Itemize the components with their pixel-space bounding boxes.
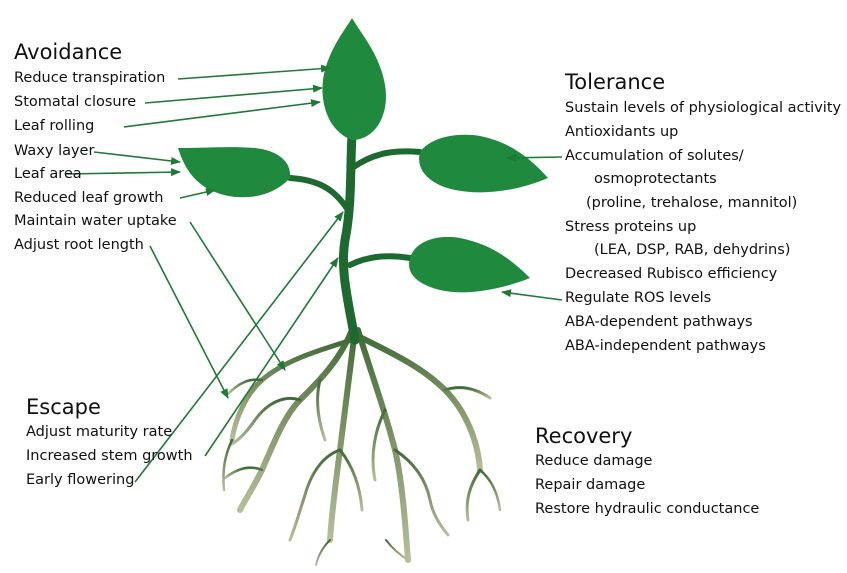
recovery-item: Repair damage [535,477,645,493]
avoidance-item: Reduce transpiration [14,70,165,86]
avoidance-item: Waxy layer [14,143,94,159]
arrow-waxy-layer [94,152,180,162]
tolerance-heading: Tolerance [565,70,665,94]
arrow-increased-stem-growth [205,258,338,456]
arrow-sustain-accumulation [507,157,562,158]
avoidance-item: Leaf rolling [14,118,94,134]
escape-item: Early flowering [26,472,134,488]
recovery-heading: Recovery [535,424,632,448]
escape-item: Increased stem growth [26,448,193,464]
tolerance-item: Antioxidants up [565,124,678,140]
roots [223,330,500,565]
avoidance-item: Leaf area [14,166,82,182]
tolerance-item: Decreased Rubisco efficiency [565,266,777,282]
left-leaf [178,147,290,197]
arrow-regulate-ros [502,292,562,300]
arrow-reduce-transpiration [178,68,330,79]
arrow-stomatal-closure [145,88,322,103]
avoidance-item: Reduced leaf growth [14,190,163,206]
stem [290,135,420,340]
avoidance-heading: Avoidance [14,40,122,64]
avoidance-item: Adjust root length [14,237,144,253]
tolerance-item: Regulate ROS levels [565,290,711,306]
tolerance-item: (proline, trehalose, mannitol) [586,195,797,211]
arrow-reduced-leaf-growth [180,190,215,198]
arrow-leaf-rolling [124,102,320,127]
right-upper-leaf [419,135,548,193]
avoidance-item: Maintain water uptake [14,213,177,229]
avoidance-item: Stomatal closure [14,94,136,110]
tolerance-item: Sustain levels of physiological activity [565,100,841,116]
tolerance-item: (LEA, DSP, RAB, dehydrins) [594,242,790,258]
tolerance-item: ABA-independent pathways [565,338,766,354]
tolerance-item: Accumulation of solutes/ [565,148,744,164]
recovery-item: Reduce damage [535,453,652,469]
leaves [178,18,548,292]
escape-heading: Escape [26,395,101,419]
right-lower-leaf [409,237,530,293]
tolerance-item: osmoprotectants [594,171,717,187]
tolerance-item: ABA-dependent pathways [565,314,753,330]
tolerance-item: Stress proteins up [565,219,696,235]
recovery-item: Restore hydraulic conductance [535,501,759,517]
escape-item: Adjust maturity rate [26,424,172,440]
arrow-early-flowering [135,212,343,482]
top-leaf [322,18,386,140]
arrow-leaf-area [66,172,180,174]
